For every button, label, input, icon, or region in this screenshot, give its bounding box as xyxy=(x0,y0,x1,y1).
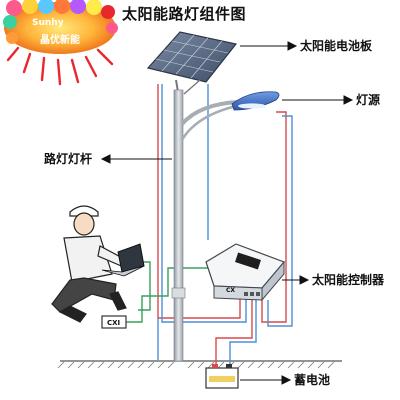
label-light-source: 灯源 xyxy=(356,93,381,107)
wire-panel-blue xyxy=(161,84,247,323)
technician xyxy=(51,205,131,323)
logo-sun xyxy=(3,0,118,86)
laptop xyxy=(101,243,145,277)
lamp-head xyxy=(231,91,280,111)
diagram-title: 太阳能路灯组件图 xyxy=(122,5,247,23)
wire-laptop-green xyxy=(138,261,151,311)
sun-rays xyxy=(6,46,114,86)
solar-controller xyxy=(205,243,286,302)
wire-panel-red xyxy=(157,84,241,319)
wire-lamp-red xyxy=(261,111,287,323)
logo-bottom-text: 晶优新能 xyxy=(40,35,80,46)
controller-tag: CX xyxy=(226,287,235,294)
wire-tool-green xyxy=(126,267,214,323)
label-battery: 蓄电池 xyxy=(294,373,331,387)
battery xyxy=(205,364,239,389)
wires xyxy=(126,84,293,368)
logo-top-text: Sunhy xyxy=(32,18,64,28)
ground xyxy=(57,360,342,369)
label-lamp-pole: 路灯灯杆 xyxy=(44,152,93,166)
solar-panel xyxy=(146,31,238,95)
config-tool xyxy=(101,315,127,329)
label-controller: 太阳能控制器 xyxy=(312,273,385,287)
callout-arrows xyxy=(100,41,354,385)
wire-lamp-blue xyxy=(267,115,293,327)
lamp-pole xyxy=(171,89,239,362)
wire-battery-blue xyxy=(229,298,257,368)
tool-tag: CXI xyxy=(107,319,120,327)
wire-battery-red xyxy=(215,298,253,368)
label-solar-panel: 太阳能电池板 xyxy=(300,39,373,53)
